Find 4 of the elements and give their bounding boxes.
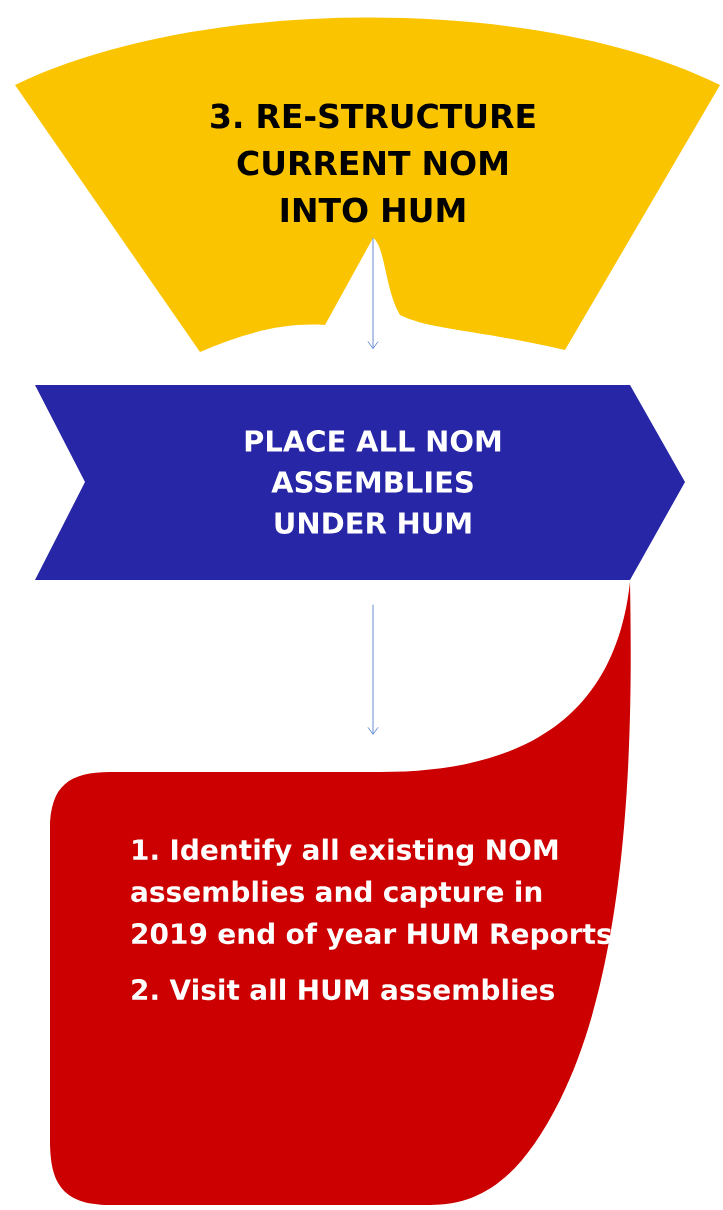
arrow [367,604,379,735]
process-banner: PLACE ALL NOM ASSEMBLIES UNDER HUM [35,385,685,580]
arrow [367,237,379,349]
rounded-blob: 1. Identify all existing NOM assemblies and capture in 2019 end of year HUM Reports 2. Visit all HUM assemblies [50,582,631,1205]
